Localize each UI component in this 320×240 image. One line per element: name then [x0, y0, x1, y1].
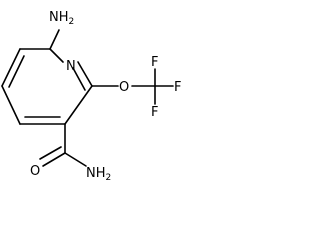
bond-n1-c2 [77, 61, 93, 87]
bond-carbonyl-n [64, 152, 87, 167]
bond-carbonyl-o [42, 152, 66, 167]
bond-c4-c5 [1, 85, 21, 125]
bond-c6-n1 [49, 48, 64, 63]
bond-c5-c6-double [8, 55, 25, 88]
amide-nitrogen-subscript: 2 [106, 173, 112, 183]
amide-nitrogen-group-label: NH2 [86, 166, 111, 183]
ring-nitrogen-label: N [66, 59, 76, 74]
bond-n1-c2-double [72, 67, 86, 91]
fluorine-right-label: F [174, 80, 181, 95]
amide-oxygen-label: O [30, 164, 40, 179]
bond-carbonyl-o-double [39, 146, 62, 160]
fluorine-bottom-label: F [151, 105, 158, 120]
bond-c2-c3 [64, 85, 93, 125]
amino-label: NH [49, 10, 69, 25]
amino-subscript: 2 [69, 17, 75, 27]
amide-nitrogen-label: NH [86, 166, 106, 181]
amino-group-label: NH2 [49, 10, 74, 27]
bond-ring-amino [49, 29, 60, 50]
chemical-structure: NH2 N O F F F O NH2 [1, 10, 181, 183]
bond-c5-c6 [1, 48, 21, 87]
fluorine-top-label: F [151, 55, 158, 70]
ether-oxygen-label: O [119, 80, 129, 95]
